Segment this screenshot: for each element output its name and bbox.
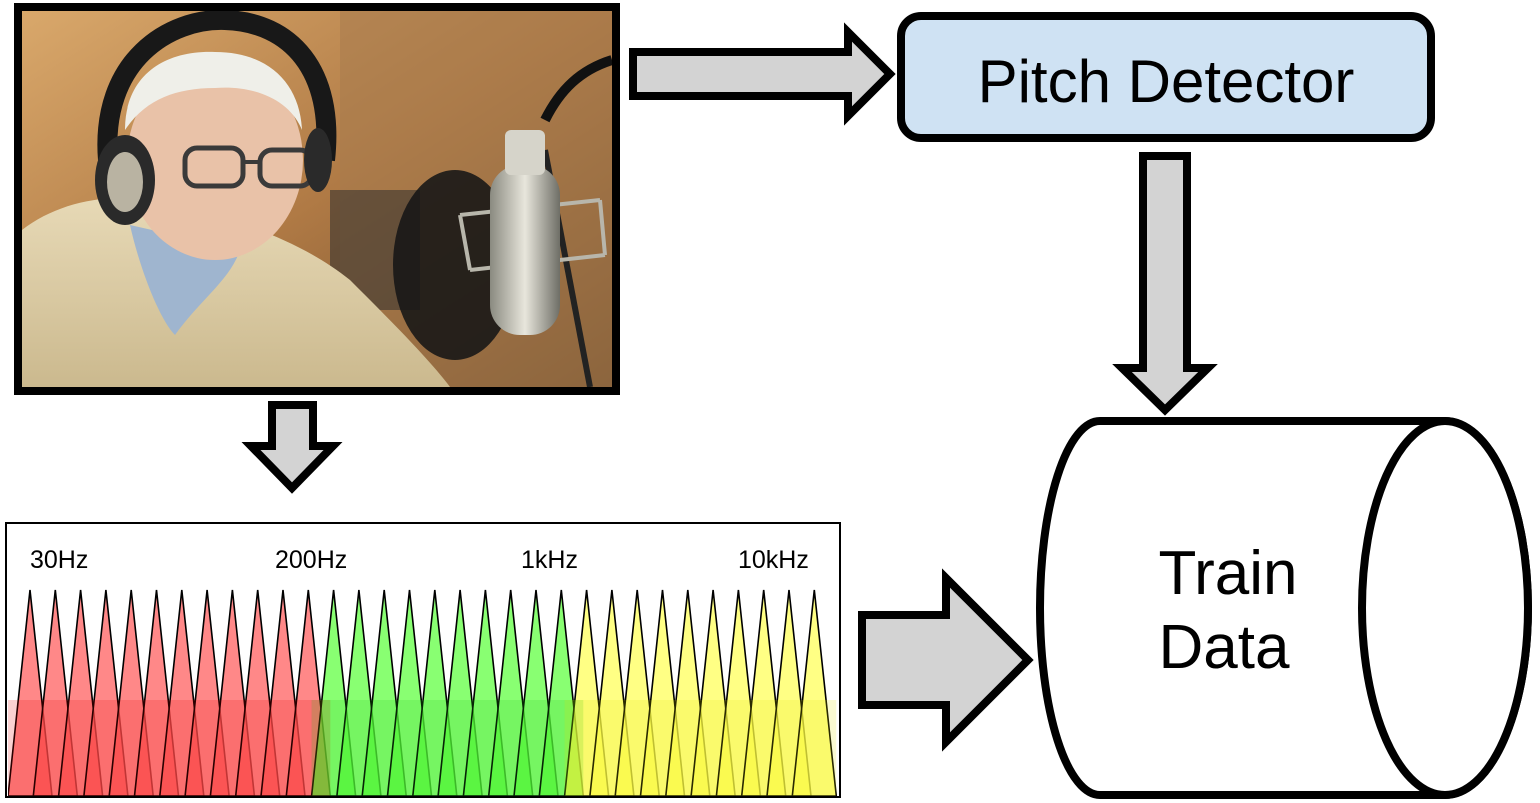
band-shade-high xyxy=(564,700,837,796)
freq-tick-30hz: 30Hz xyxy=(30,546,88,574)
freq-tick-10khz: 10kHz xyxy=(738,546,809,574)
photo-frame xyxy=(14,3,620,395)
filterbank-filters xyxy=(8,589,838,796)
train-data-cylinder: Train Data xyxy=(1036,417,1532,799)
filterbank: 30Hz 200Hz 1kHz 10kHz xyxy=(5,522,841,798)
freq-tick-1khz: 1kHz xyxy=(521,546,578,574)
train-data-label-line1: Train xyxy=(1159,539,1298,608)
train-data-label-line2: Data xyxy=(1159,613,1290,682)
arrow-to-train-data-down xyxy=(1112,152,1218,416)
cylinder-end xyxy=(1358,417,1532,799)
pitch-detector-box xyxy=(897,12,1435,142)
band-shade-low xyxy=(8,700,331,796)
filter-high-10 xyxy=(791,589,838,796)
narrator-photo xyxy=(22,11,612,387)
band-shade-mid xyxy=(311,700,584,796)
arrow-to-filterbank xyxy=(241,401,343,494)
pitch-detector-label: Pitch Detector xyxy=(978,48,1355,115)
freq-tick-200hz: 200Hz xyxy=(275,546,347,574)
arrow-to-train-data-right xyxy=(858,568,1034,752)
arrow-to-pitch-detector xyxy=(629,22,896,126)
